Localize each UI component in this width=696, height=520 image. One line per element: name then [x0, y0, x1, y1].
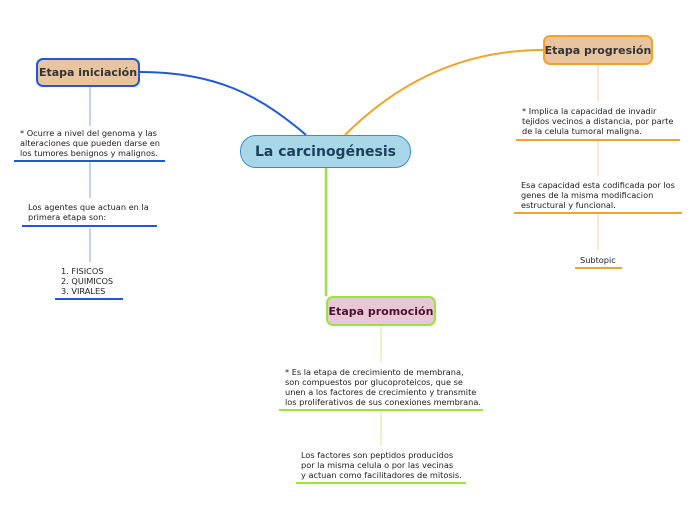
subtopic-underline — [14, 160, 165, 162]
topic-etapa-iniciacion[interactable]: Etapa iniciación — [36, 58, 140, 87]
subtopic-iniciacion-lista[interactable]: 1. FISICOS 2. QUIMICOS 3. VIRALES — [61, 266, 114, 296]
topic-label: Etapa progresión — [544, 43, 652, 57]
subtopic-underline — [296, 482, 466, 484]
topic-label: Etapa iniciación — [38, 66, 138, 79]
subtopic-promocion-peptidos[interactable]: Los factores son peptidos producidos por… — [301, 450, 462, 480]
central-topic-label: La carcinogénesis — [254, 143, 397, 160]
central-topic[interactable]: La carcinogénesis — [240, 135, 411, 168]
subtopic-progresion-implica[interactable]: * Implica la capacidad de invadir tejido… — [522, 106, 674, 136]
subtopic-underline — [279, 409, 483, 411]
topic-etapa-promocion[interactable]: Etapa promoción — [326, 296, 436, 326]
subtopic-underline — [22, 225, 157, 227]
subtopic-iniciacion-agentes[interactable]: Los agentes que actuan en la primera eta… — [28, 202, 149, 222]
subtopic-underline — [55, 298, 123, 300]
subtopic-underline — [575, 267, 622, 269]
subtopic-iniciacion-genoma[interactable]: * Ocurre a nivel del genoma y las altera… — [20, 128, 160, 158]
topic-label: Etapa promoción — [328, 304, 434, 318]
subtopic-underline — [516, 139, 680, 141]
topic-etapa-progresion[interactable]: Etapa progresión — [543, 35, 653, 65]
subtopic-progresion-subtopic[interactable]: Subtopic — [580, 255, 616, 265]
link-central-iniciacion — [139, 71, 307, 136]
subtopic-underline — [514, 212, 682, 214]
subtopic-progresion-codificada[interactable]: Esa capacidad esta codificada por los ge… — [521, 180, 675, 210]
link-central-progresion — [344, 49, 544, 136]
subtopic-promocion-membrana[interactable]: * Es la etapa de crecimiento de membrana… — [285, 367, 481, 407]
